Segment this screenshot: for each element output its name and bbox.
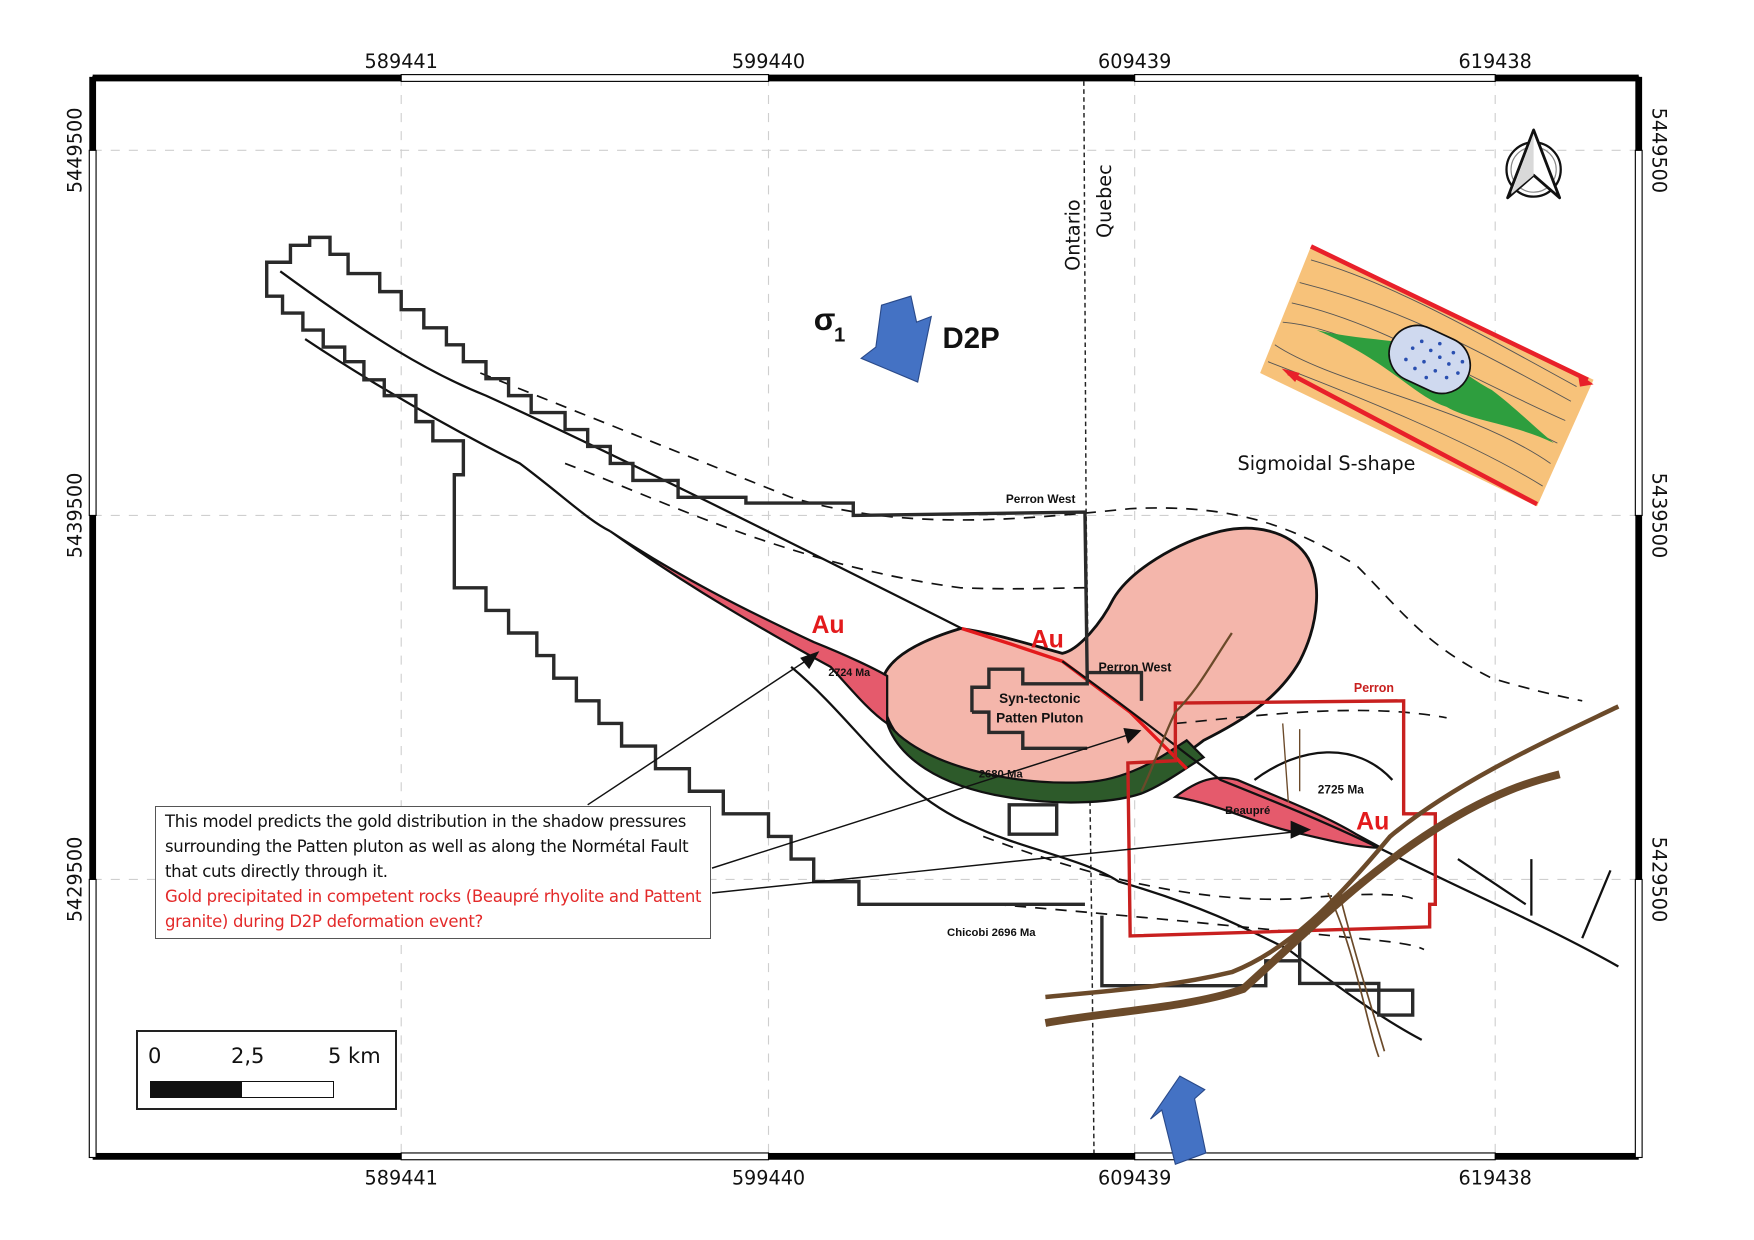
north-arrow-icon [1505, 128, 1562, 200]
fault-lines [279, 270, 1619, 1041]
y-tick-label-left: 5449500 [63, 108, 86, 194]
y-tick-label-left: 5429500 [63, 837, 86, 923]
x-tick-label-bottom: 589441 [365, 1167, 438, 1190]
map-frame [88, 74, 1643, 1161]
y-tick-label-right: 5439500 [1647, 473, 1670, 559]
claim-outline-small [1007, 803, 1059, 836]
province-label-quebec: Quebec [1093, 164, 1116, 238]
y-tick-label-right: 5449500 [1647, 108, 1670, 194]
y-tick-label-left: 5439500 [63, 473, 86, 559]
label-au-2: Au [1031, 626, 1064, 654]
interpretation-note: This model predicts the gold distributio… [155, 806, 711, 939]
rhyolite-unit-beaupre [1172, 776, 1382, 849]
x-tick-label-bottom: 609439 [1098, 1167, 1171, 1190]
label-sigmoidal: Sigmoidal S-shape [1238, 452, 1416, 475]
x-tick-label-top: 599440 [732, 50, 805, 73]
sigma1-stress-arrow-icon [860, 295, 933, 383]
counter-stress-arrow-icon [1150, 1075, 1207, 1166]
x-tick-label-top: 609439 [1098, 50, 1171, 73]
label-chicobi: Chicobi 2696 Ma [947, 927, 1036, 939]
x-tick-label-top: 589441 [365, 50, 438, 73]
label-beaupre: Beaupré [1225, 805, 1270, 817]
label-au-3: Au [1356, 808, 1389, 836]
label-age-2724: 2724 Ma [828, 667, 871, 679]
scale-label-end: 5 km [328, 1044, 381, 1068]
perron-claim-outline [1126, 699, 1437, 938]
callout-arrowheads [800, 651, 1311, 839]
label-age-2680: 2680 Ma [979, 769, 1024, 781]
label-au-1: Au [811, 611, 844, 639]
scale-bar-filled-segment [151, 1082, 242, 1097]
claim-outline [265, 235, 1089, 906]
scale-label-0: 0 [148, 1044, 162, 1068]
pluton-claim-outline [970, 667, 1144, 750]
patten-pluton [880, 526, 1319, 792]
callout-lines [587, 654, 1306, 894]
sigmoidal-inset-diagram [1260, 244, 1594, 507]
label-pluton-line1: Syn-tectonic [999, 691, 1081, 706]
deformation-event-label: D2P [943, 322, 1000, 355]
rhyolite-unit-nw [609, 530, 889, 726]
scale-bar-graphic [150, 1081, 334, 1098]
scale-bar: 0 2,5 5 km [136, 1030, 397, 1110]
note-text-red: Gold precipitated in competent rocks (Be… [165, 887, 702, 931]
note-text: This model predicts the gold distributio… [165, 812, 689, 881]
label-perron-west-mid: Perron West [1099, 660, 1172, 674]
x-tick-label-bottom: 619438 [1459, 1167, 1532, 1190]
label-pluton-line2: Patten Pluton [996, 710, 1083, 725]
sigma-symbol: σ [814, 301, 836, 337]
x-tick-label-top: 619438 [1459, 50, 1532, 73]
province-label-ontario: Ontario [1061, 199, 1084, 271]
sigma-subscript: 1 [834, 324, 845, 346]
scale-label-mid: 2,5 [231, 1044, 265, 1068]
x-tick-label-bottom: 599440 [732, 1167, 805, 1190]
dykes [1044, 632, 1620, 1058]
mafic-band [886, 722, 1206, 804]
label-age-2725: 2725 Ma [1318, 783, 1365, 797]
label-perron: Perron [1354, 681, 1394, 695]
label-perron-west-top: Perron West [1006, 492, 1076, 506]
y-tick-label-right: 5429500 [1647, 837, 1670, 923]
